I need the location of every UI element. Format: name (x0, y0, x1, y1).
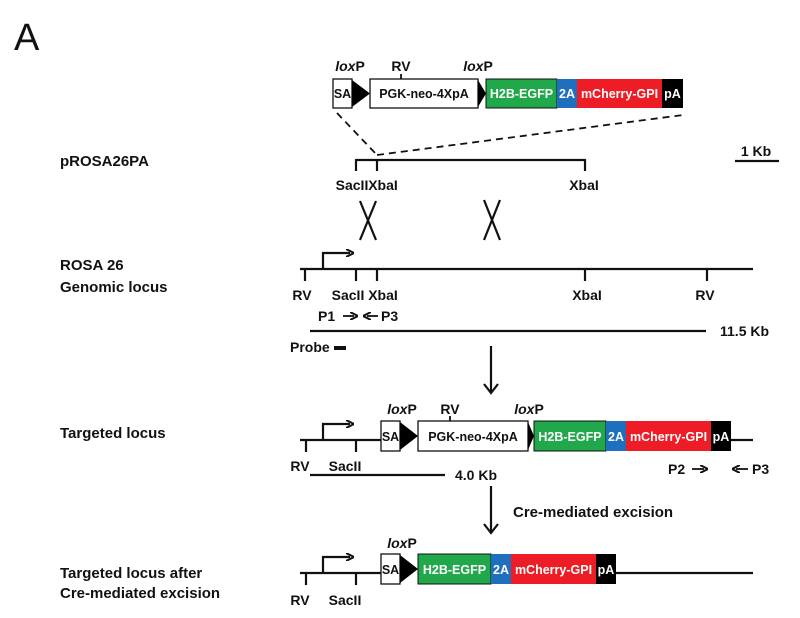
pgk-neo-box (369, 78, 479, 109)
genomic-site-xbai-1: XbaI (368, 287, 398, 303)
excised-pa-box (596, 554, 616, 584)
vector-site-xbai-1: XbaI (368, 177, 398, 193)
panel-label: A (14, 17, 40, 59)
h2b-egfp-box (485, 78, 558, 109)
vector-map: SacII XbaI XbaI (336, 158, 599, 193)
excised-mcherry-gpi-box (511, 554, 596, 584)
down-arrow-1-head (483, 383, 499, 395)
targeted-site-rv: RV (290, 458, 310, 474)
excised-loxp-label: loxP (387, 535, 417, 551)
targeted-sa-label: SA (382, 430, 399, 444)
excised-site-rv: RV (290, 592, 310, 608)
targeted-pgk-neo-label: PGK-neo-4XpA (428, 430, 518, 444)
targeted-loxp-triangle-1 (400, 422, 418, 450)
vector-site-sacii: SacII (336, 177, 369, 193)
excised-mcherry-gpi-label: mCherry-GPI (515, 563, 592, 577)
fragment-11-5kb-label: 11.5 Kb (720, 323, 769, 339)
top-cassette: loxP RV loxP SA PGK-neo-4XpA H2B-EGFP 2A… (332, 58, 683, 109)
loxp-triangle-2 (478, 80, 486, 107)
primer-p3-label: P3 (381, 308, 398, 324)
pa-box (662, 79, 683, 108)
mcherry-gpi-label: mCherry-GPI (581, 87, 658, 101)
mcherry-gpi-box (577, 79, 662, 108)
h2b-egfp-label: H2B-EGFP (490, 87, 553, 101)
crossover-left (358, 200, 378, 241)
targeted-loxp-label-1: loxP (387, 401, 417, 417)
vector-label: pROSA26PA (60, 153, 149, 170)
targeted-h2b-egfp-label: H2B-EGFP (538, 430, 601, 444)
targeted-mcherry-gpi-box (626, 421, 711, 451)
excised-sa-label: SA (382, 563, 399, 577)
genomic-site-sacii: SacII (332, 287, 365, 303)
targeted-pa-label: pA (713, 430, 730, 444)
excised-2a-label: 2A (493, 563, 509, 577)
cre-excision-caption: Cre-mediated excision (513, 504, 673, 521)
promoter-arrow-icon (321, 424, 350, 440)
sa-label: SA (334, 87, 351, 101)
excised-h2b-egfp-label: H2B-EGFP (423, 563, 486, 577)
targeted-rv-label: RV (440, 401, 460, 417)
probe-bar (334, 346, 346, 350)
pgk-neo-label: PGK-neo-4XpA (379, 87, 469, 101)
2a-label: 2A (559, 87, 575, 101)
probe-label: Probe (290, 339, 330, 355)
targeted-2a-box (606, 421, 626, 451)
genomic-site-rv-1: RV (292, 287, 312, 303)
down-arrow-2-head (483, 523, 499, 535)
targeted-mcherry-gpi-label: mCherry-GPI (630, 430, 707, 444)
targeted-loxp-triangle-2 (528, 422, 534, 450)
targeted-2a-label: 2A (608, 430, 624, 444)
excised-pa-label: pA (598, 563, 615, 577)
rv-label: RV (391, 58, 411, 74)
excised-loxp-triangle (400, 555, 418, 583)
targeted-label: Targeted locus (60, 425, 166, 442)
pa-label: pA (664, 87, 681, 101)
excised-label-line2: Cre-mediated excision (60, 585, 220, 602)
promoter-arrow-icon (321, 253, 350, 269)
genomic-label-line1: ROSA 26 (60, 257, 124, 274)
excised-site-sacii: SacII (329, 592, 362, 608)
primer-p1-label: P1 (318, 308, 335, 324)
targeted-loxp-label-2: loxP (514, 401, 544, 417)
targeted-pa-box (711, 421, 731, 451)
primer-p2-label: P2 (668, 461, 685, 477)
targeted-h2b-egfp-box (533, 420, 607, 452)
loxp-label-1: loxP (335, 58, 365, 74)
primer-p3-label-2: P3 (752, 461, 769, 477)
crossover-right (482, 199, 502, 241)
vector-site-xbai-2: XbaI (569, 177, 599, 193)
excised-2a-box (491, 554, 511, 584)
2a-box (557, 79, 577, 108)
excised-map: RV SacII loxP SA H2B-EGFP 2A mCherry-GPI… (290, 535, 753, 608)
zoom-line-left (336, 112, 378, 156)
loxp-label-2: loxP (463, 58, 493, 74)
fragment-4-0kb-label: 4.0 Kb (455, 467, 497, 483)
targeted-site-sacii: SacII (329, 458, 362, 474)
zoom-line-right (376, 114, 684, 156)
genomic-site-rv-2: RV (695, 287, 715, 303)
genomic-map: RV SacII XbaI XbaI RV P1 P3 11.5 Kb Prob… (290, 253, 769, 355)
excised-label-line1: Targeted locus after (60, 565, 202, 582)
genomic-site-xbai-2: XbaI (572, 287, 602, 303)
genomic-label-line2: Genomic locus (60, 279, 168, 296)
scale-bar-label: 1 Kb (741, 143, 771, 159)
excised-h2b-egfp-box (417, 553, 492, 585)
loxp-triangle-1 (352, 80, 370, 107)
targeted-map: RV SacII loxP RV loxP SA PGK-neo-4XpA H2… (290, 401, 769, 483)
promoter-arrow-icon (321, 557, 350, 573)
